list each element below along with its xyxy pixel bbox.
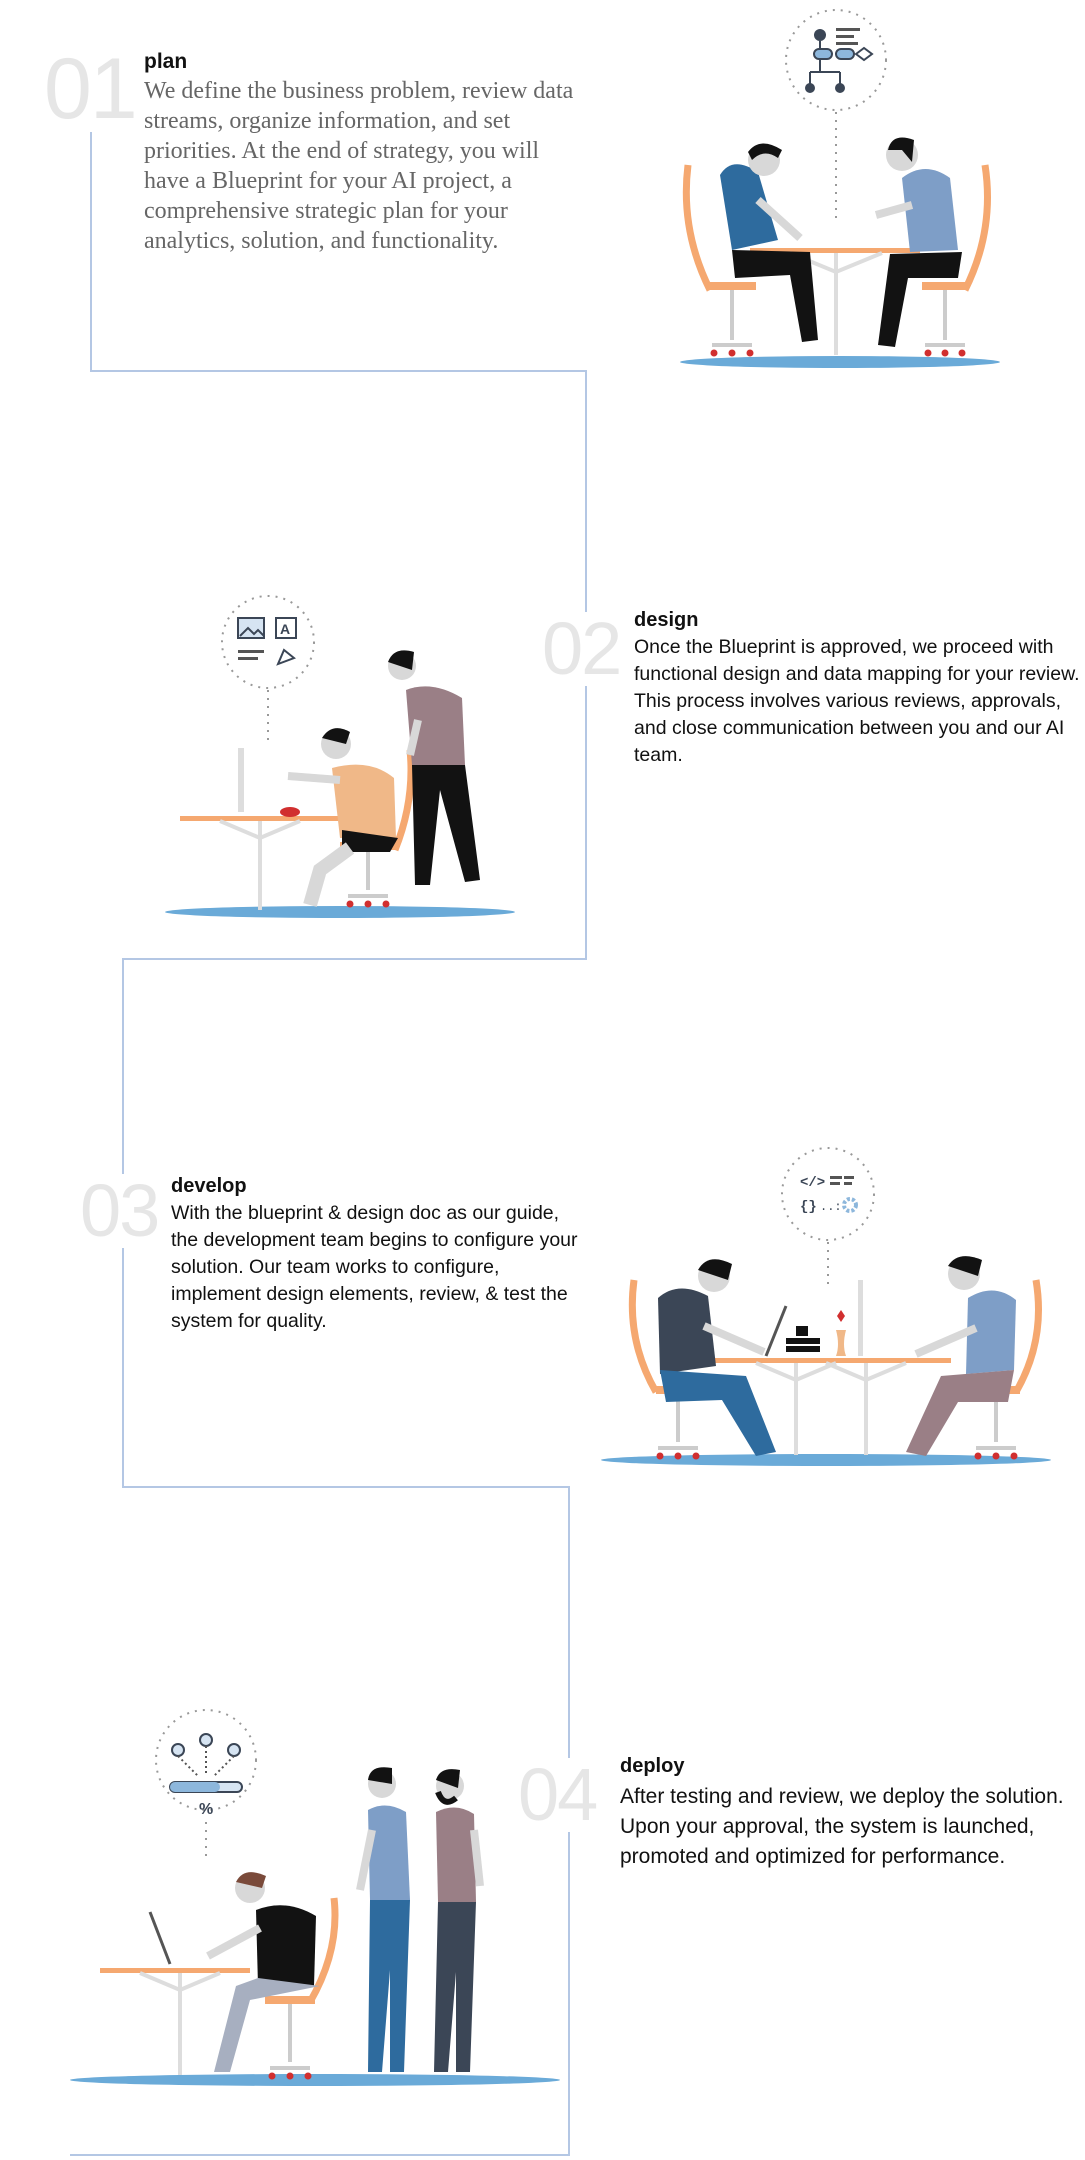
svg-text:..:: ..: <box>820 1200 842 1214</box>
connector-line <box>90 370 587 372</box>
connector-line <box>122 1486 570 1488</box>
connector-line <box>90 120 92 372</box>
svg-text:{}: {} <box>800 1199 817 1215</box>
step-title: deploy <box>620 1755 685 1777</box>
illustration-deployment: % <box>60 1680 570 2100</box>
illustration-planning-meeting <box>640 0 1020 375</box>
step-title: plan <box>144 50 188 73</box>
step-number: 03 <box>80 1169 160 1252</box>
step-description: We define the business problem, review d… <box>144 78 574 254</box>
illustration-development-team: </> {} ..: <box>596 1130 1056 1470</box>
svg-text:</>: </> <box>800 1175 825 1191</box>
step-title: develop <box>171 1175 247 1197</box>
step-number: 02 <box>542 607 622 690</box>
step-description: After testing and review, we deploy the … <box>620 1785 1064 1868</box>
step-deploy: 04 deploy After testing and review, we d… <box>0 1680 1085 2110</box>
design-tools-icon: A <box>221 595 315 689</box>
step-title: design <box>634 609 699 631</box>
connector-line <box>70 2154 570 2156</box>
code-icon: </> {} ..: <box>781 1147 875 1241</box>
step-develop: 03 develop With the blueprint & design d… <box>0 1130 1085 1490</box>
flowchart-icon <box>785 9 887 111</box>
step-description: Once the Blueprint is approved, we proce… <box>634 636 1080 766</box>
svg-text:A: A <box>280 621 290 637</box>
step-design: 02 design Once the Blueprint is approved… <box>0 560 1085 960</box>
step-plan: 01 plan We define the business problem, … <box>0 0 1085 380</box>
step-number: 04 <box>518 1753 598 1836</box>
illustration-design-review: A <box>110 580 570 920</box>
progress-icon <box>155 1709 257 1811</box>
step-description: With the blueprint & design doc as our g… <box>171 1202 578 1332</box>
connector-line <box>122 958 587 960</box>
step-number: 01 <box>44 41 138 137</box>
progress-percent-symbol: % <box>199 1801 213 1818</box>
